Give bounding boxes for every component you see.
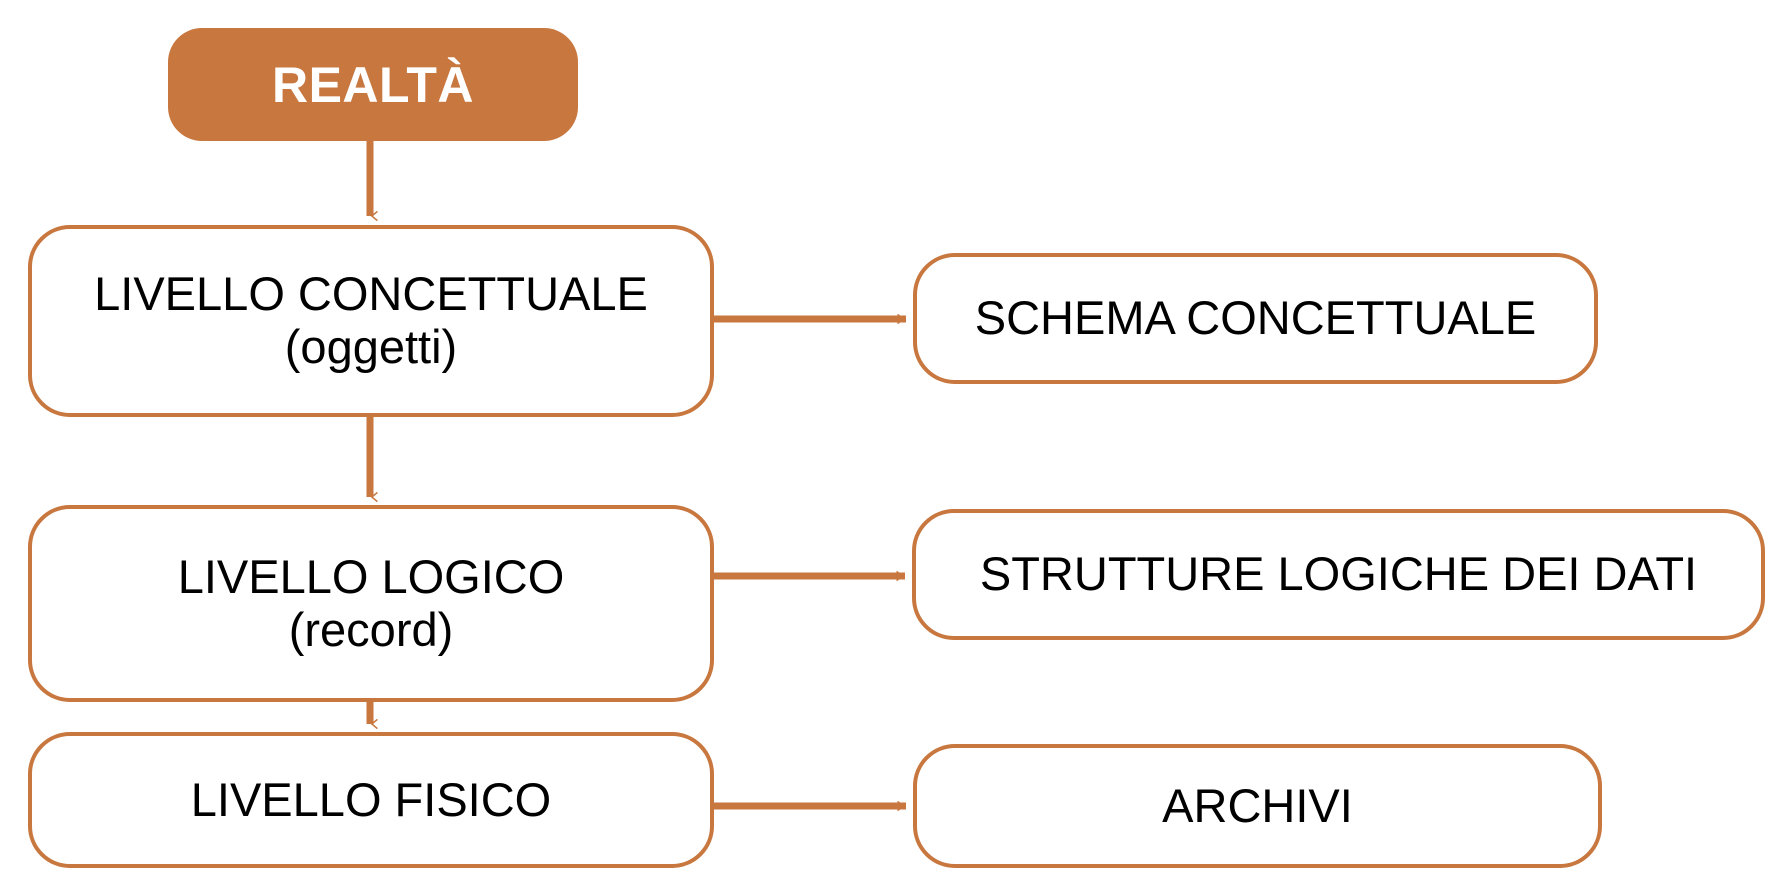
node-strutture-logiche-dei-dati-title: STRUTTURE LOGICHE DEI DATI: [979, 547, 1698, 601]
node-livello-fisico[interactable]: LIVELLO FISICO: [28, 732, 714, 868]
node-archivi[interactable]: ARCHIVI: [913, 744, 1602, 868]
node-schema-concettuale[interactable]: SCHEMA CONCETTUALE: [913, 253, 1598, 384]
node-livello-logico[interactable]: LIVELLO LOGICO (record): [28, 505, 714, 702]
node-livello-concettuale-title: LIVELLO CONCETTUALE: [94, 267, 648, 321]
node-livello-logico-title: LIVELLO LOGICO: [177, 549, 565, 603]
node-livello-logico-subtitle: (record): [288, 602, 454, 656]
node-livello-concettuale-subtitle: (oggetti): [284, 320, 458, 373]
node-livello-fisico-title: LIVELLO FISICO: [190, 772, 552, 826]
node-realta-label: REALTÀ: [271, 56, 475, 113]
node-realta[interactable]: REALTÀ: [168, 28, 578, 141]
node-archivi-title: ARCHIVI: [1162, 778, 1353, 832]
node-strutture-logiche-dei-dati[interactable]: STRUTTURE LOGICHE DEI DATI: [912, 509, 1765, 640]
node-livello-concettuale[interactable]: LIVELLO CONCETTUALE (oggetti): [28, 225, 714, 417]
node-schema-concettuale-title: SCHEMA CONCETTUALE: [974, 291, 1537, 345]
